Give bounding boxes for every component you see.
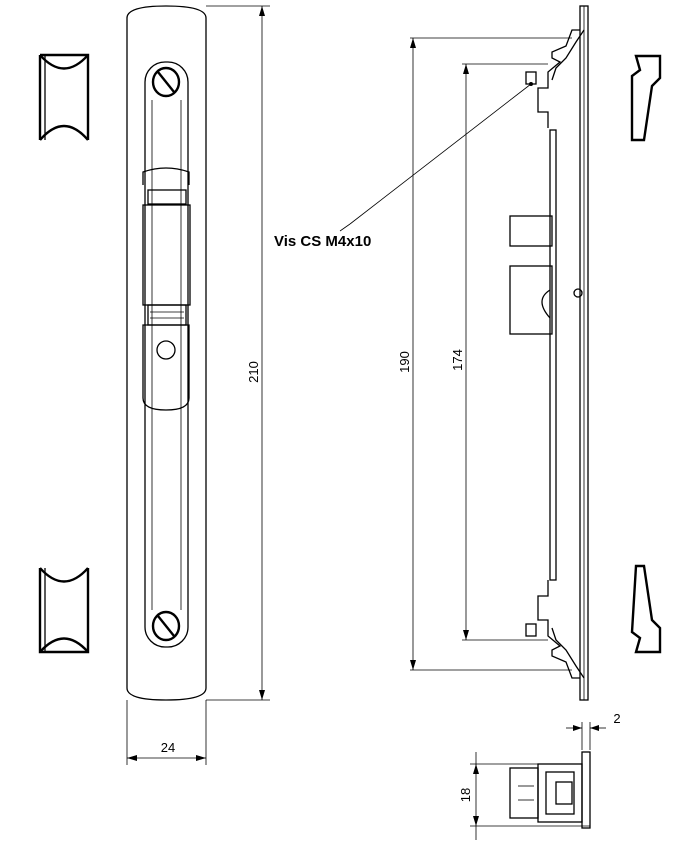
dim-hole-spacing-inner-label: 174 [450,349,465,371]
section-view [509,751,591,829]
dim-section-depth-label: 18 [458,788,473,802]
dim-plate-thickness: 2 [566,711,621,750]
dim-hole-spacing-outer: 190 [397,37,572,671]
side-view [509,5,589,701]
top-bracket [525,29,585,128]
top-screw [151,66,181,98]
side-body [549,129,557,581]
dim-overall-length: 210 [206,5,270,701]
screw-callout-label: Vis CS M4x10 [274,233,371,250]
right-profile-bottom [630,564,662,654]
dim-width-label: 24 [161,740,175,755]
dim-section-depth: 18 [458,752,590,840]
front-view [126,5,207,701]
side-hole [573,288,583,298]
front-plate-outline [126,5,207,701]
dim-overall-length-label: 210 [246,361,261,383]
left-profile-top [38,53,90,141]
front-slot [144,61,189,648]
right-profile-top [630,54,662,142]
dim-hole-spacing-inner: 174 [450,63,548,641]
dim-plate-thickness-label: 2 [613,711,620,726]
latch-hole [156,340,176,360]
dim-width: 24 [126,700,207,765]
screw-callout: Vis CS M4x10 [274,83,532,250]
left-profile-bottom [38,567,90,654]
dim-hole-spacing-outer-label: 190 [397,351,412,373]
latch-body [142,167,191,411]
bottom-screw [151,610,181,642]
bottom-bracket [525,580,585,679]
